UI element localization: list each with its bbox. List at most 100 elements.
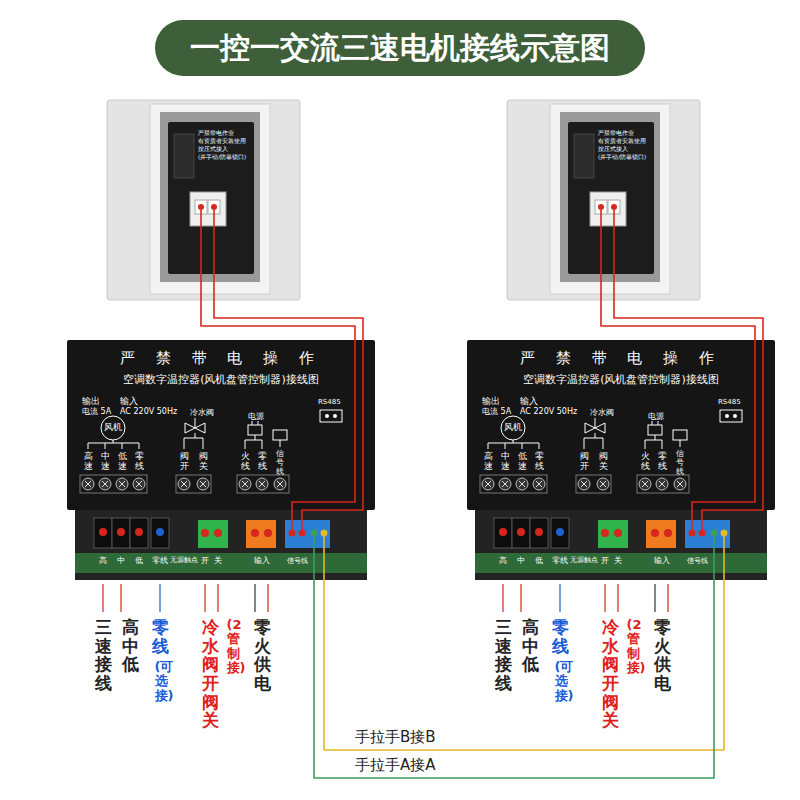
module-lug <box>174 134 194 178</box>
unit-illustration <box>67 100 375 612</box>
fan-symbol <box>101 416 125 440</box>
wall-panel <box>107 100 300 300</box>
callout-label: 零线 <box>552 618 569 655</box>
callout-label: 三速接线 <box>95 618 112 693</box>
callout-label: 三速接线 <box>495 618 512 693</box>
panel-note: 严禁带电作业 <box>598 130 634 136</box>
controller-label: 输出 <box>482 396 500 406</box>
panel-note: (并手动/防暴锁口) <box>198 154 246 160</box>
neutral-terminal <box>151 518 169 548</box>
edge-label: 手拉手B接B <box>355 729 436 746</box>
wire-dot <box>251 529 259 537</box>
unit-illustration <box>467 100 775 612</box>
wire-connector <box>214 300 363 340</box>
valve-leads <box>184 433 203 449</box>
controller-label: 中 <box>117 556 125 565</box>
controller-label: 风机 <box>504 422 522 432</box>
power-terminal <box>246 520 276 548</box>
power-symbol <box>248 425 262 435</box>
terminal-frame <box>176 475 211 493</box>
wire-dot <box>117 528 125 536</box>
controller-label: 高速 <box>84 452 93 472</box>
callout-label: 零火供电 <box>654 618 671 693</box>
panel-note: 严禁带电作业 <box>198 130 234 136</box>
controller-label: RS485 <box>318 398 341 406</box>
wall-panel: 严禁带电作业有资质者安装使用按压式接入 (并手动/防暴锁口) <box>107 100 300 300</box>
signal-symbol <box>273 430 287 440</box>
controller-label: 中速 <box>501 452 510 472</box>
screw-cross <box>85 481 283 487</box>
controller-label: 低速 <box>518 452 527 472</box>
title-text: 一控一交流三速电机接线示意图 <box>190 31 610 66</box>
wire-dot <box>156 528 164 536</box>
controller-label: 输入 <box>520 396 538 406</box>
controller-label: 低 <box>535 556 543 565</box>
controller-label: 输入 <box>654 556 670 565</box>
wire-dot <box>299 530 306 537</box>
controller-label: 高 <box>499 556 507 565</box>
edge-label: 手拉手A接A <box>355 757 436 774</box>
panel-note: 有资质者安装使用 <box>198 138 246 144</box>
callout-label: 零线 <box>152 618 169 655</box>
valve-terminal <box>198 520 228 548</box>
wire-dot <box>311 530 318 537</box>
controller-label: 严 禁 带 电 操 作 <box>120 350 322 367</box>
controller-label: 空调数字温控器(风机盘管控制器)接线图 <box>123 374 319 387</box>
callout-label: (可选接) <box>155 660 168 703</box>
panel-recess <box>150 104 270 294</box>
controller-label: 低速 <box>118 452 127 472</box>
speed-terminal <box>112 518 130 548</box>
controller-label: 中 <box>517 556 525 565</box>
terminal-dot <box>211 204 217 210</box>
controller-label: 零线 <box>552 556 568 565</box>
panel-plate <box>107 100 300 300</box>
fan-leads <box>88 440 139 449</box>
controller-label: 无源触点 <box>170 557 198 564</box>
callout-label: 高中低 <box>122 618 139 674</box>
speed-terminal <box>130 518 148 548</box>
controller-label: 阀开 <box>580 452 589 472</box>
leader-line <box>120 584 121 612</box>
leader-line <box>102 584 103 612</box>
wire-connector <box>201 300 355 340</box>
controller-label: 电源 <box>248 412 264 421</box>
callout-label: 冷水阀开阀关 <box>202 618 219 730</box>
panel-note: 有资质者安装使用 <box>598 138 646 144</box>
wire-connector <box>601 300 755 340</box>
wire-dot <box>135 528 143 536</box>
controller-label: 火线 <box>641 452 650 472</box>
controller-label: 电流 5A <box>482 407 511 416</box>
controller-label: 阀关 <box>199 452 208 472</box>
rs485-port <box>320 410 342 422</box>
callout-label: (可选接) <box>555 660 568 703</box>
panel-note: (并手动/防暴锁口) <box>598 154 646 160</box>
controller-box: 严 禁 带 电 操 作空调数字温控器(风机盘管控制器)接线图输出电流 5A输入A… <box>67 340 375 580</box>
panel-terminal <box>190 192 226 226</box>
speed-terminal <box>94 518 112 548</box>
wire-dot <box>99 528 107 536</box>
controller-label: 开 <box>201 556 209 565</box>
panel-frame <box>160 112 260 282</box>
controller-label: 零线 <box>535 452 544 472</box>
valve-symbol <box>185 418 205 433</box>
callout-label: (2管制接) <box>227 618 240 675</box>
controller-label: 信号线 <box>687 557 708 565</box>
controller-label: 信号线 <box>276 450 284 476</box>
panel-note: 按压式接入 <box>198 146 228 152</box>
controller-label: 输入 <box>120 396 138 406</box>
wire-dot <box>289 530 296 537</box>
controller-label: 输出 <box>82 396 100 406</box>
controller-label: 关 <box>614 556 622 565</box>
controller-label: 高 <box>99 556 107 565</box>
controller-label: AC 220V 50Hz <box>520 407 577 416</box>
controller-label: 零线 <box>658 452 667 472</box>
controller-label: 零线 <box>152 556 168 565</box>
controller-label: 开 <box>601 556 609 565</box>
housing-bottom <box>75 510 367 580</box>
wire-dot <box>321 530 328 537</box>
controller-label: 中速 <box>101 452 110 472</box>
signal-wire <box>213 210 215 300</box>
controller-label: 零线 <box>135 452 144 472</box>
controller-label: 空调数字温控器(风机盘管控制器)接线图 <box>523 374 719 387</box>
